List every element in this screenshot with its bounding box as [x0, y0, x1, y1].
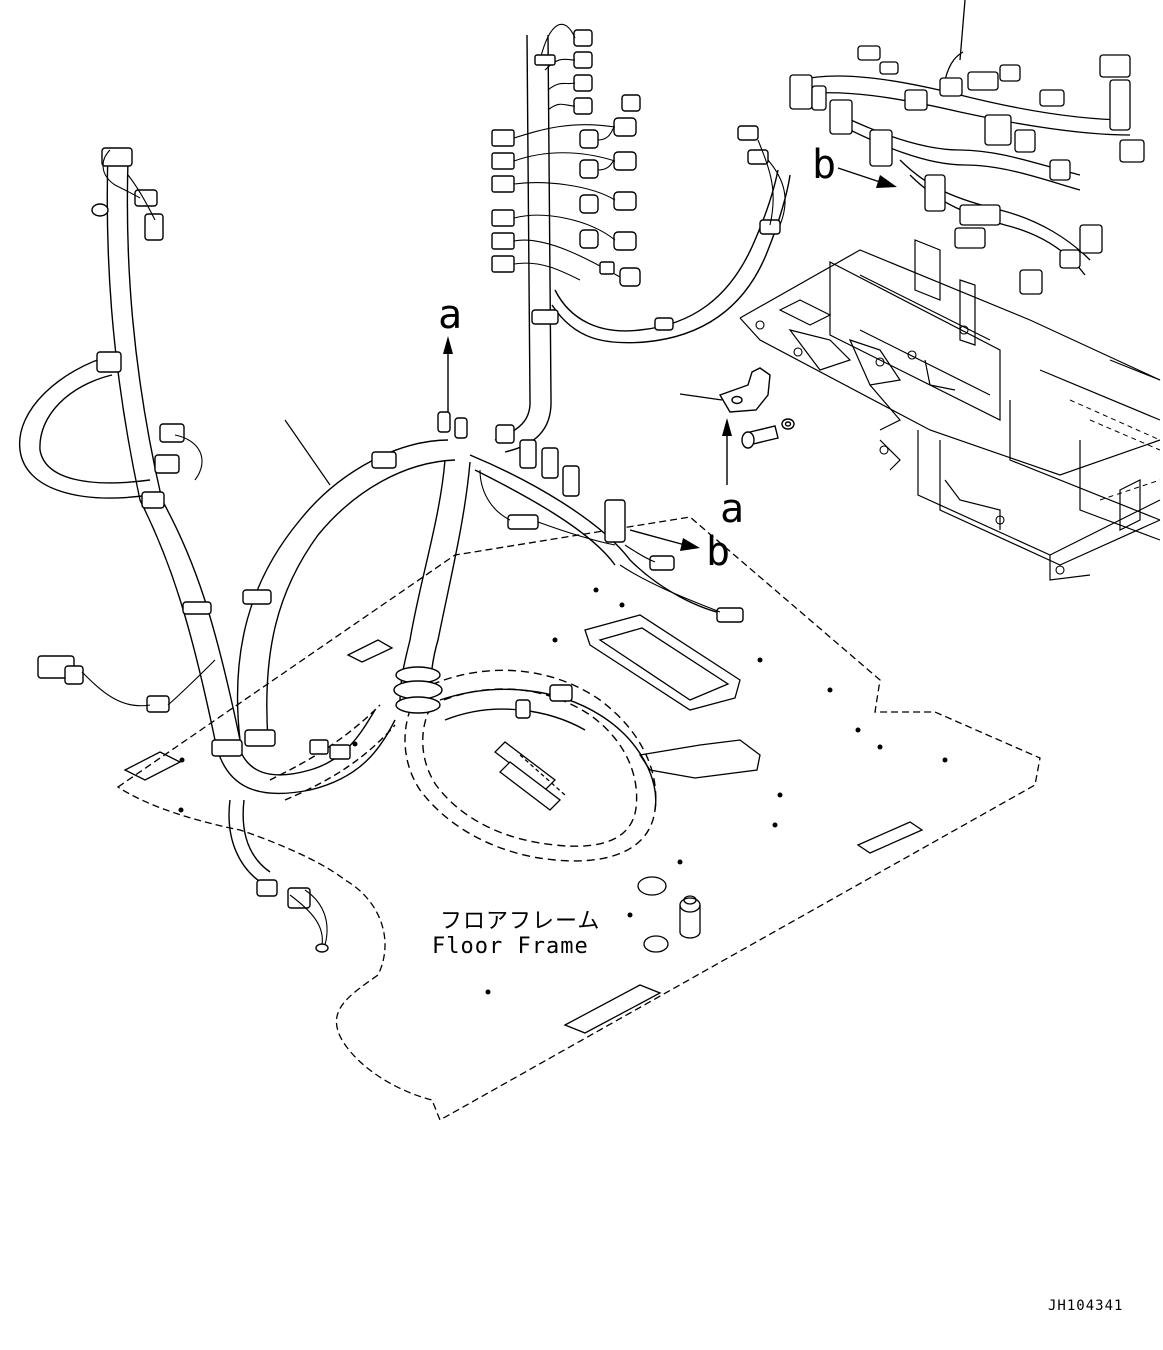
arrow-a-right: [722, 418, 732, 485]
cab-floor-holes: [755, 320, 1065, 575]
branch-connectors: [37, 125, 769, 909]
ground-terminal: [91, 203, 329, 953]
cab-floor-hidden-lines: [1069, 399, 1161, 501]
floor-frame-plate: [116, 516, 1041, 1121]
callout-b-right: b: [812, 142, 836, 188]
inset-connectors: [789, 45, 1145, 295]
mounting-bracket: [718, 367, 771, 413]
floor-frame-label-ja: フロアフレーム: [440, 909, 600, 934]
cab-floor-structure: [739, 239, 1161, 581]
leader-lines: [284, 393, 723, 486]
arrow-a-top: [443, 336, 453, 412]
main-wiring-harness: [19, 34, 791, 886]
drawing-code: JH104341: [1048, 1298, 1123, 1314]
grommet: [393, 666, 443, 714]
trunk-wires: [513, 23, 621, 281]
branch-wires: [81, 139, 786, 946]
arrow-b-right: [837, 167, 897, 188]
loose-terminals: [494, 741, 566, 811]
arrow-b-left: [629, 529, 700, 551]
callout-a-right: a: [720, 486, 744, 532]
trunk-connectors: [491, 29, 641, 287]
floor-frame-label-en: Floor Frame: [432, 934, 589, 959]
callout-a-top: a: [438, 292, 462, 338]
harness-clamps: [96, 54, 781, 760]
bolt: [741, 418, 795, 449]
floor-frame-holes: [178, 587, 948, 995]
callout-b-left: b: [706, 529, 730, 575]
floor-frame-details: [123, 614, 924, 1034]
